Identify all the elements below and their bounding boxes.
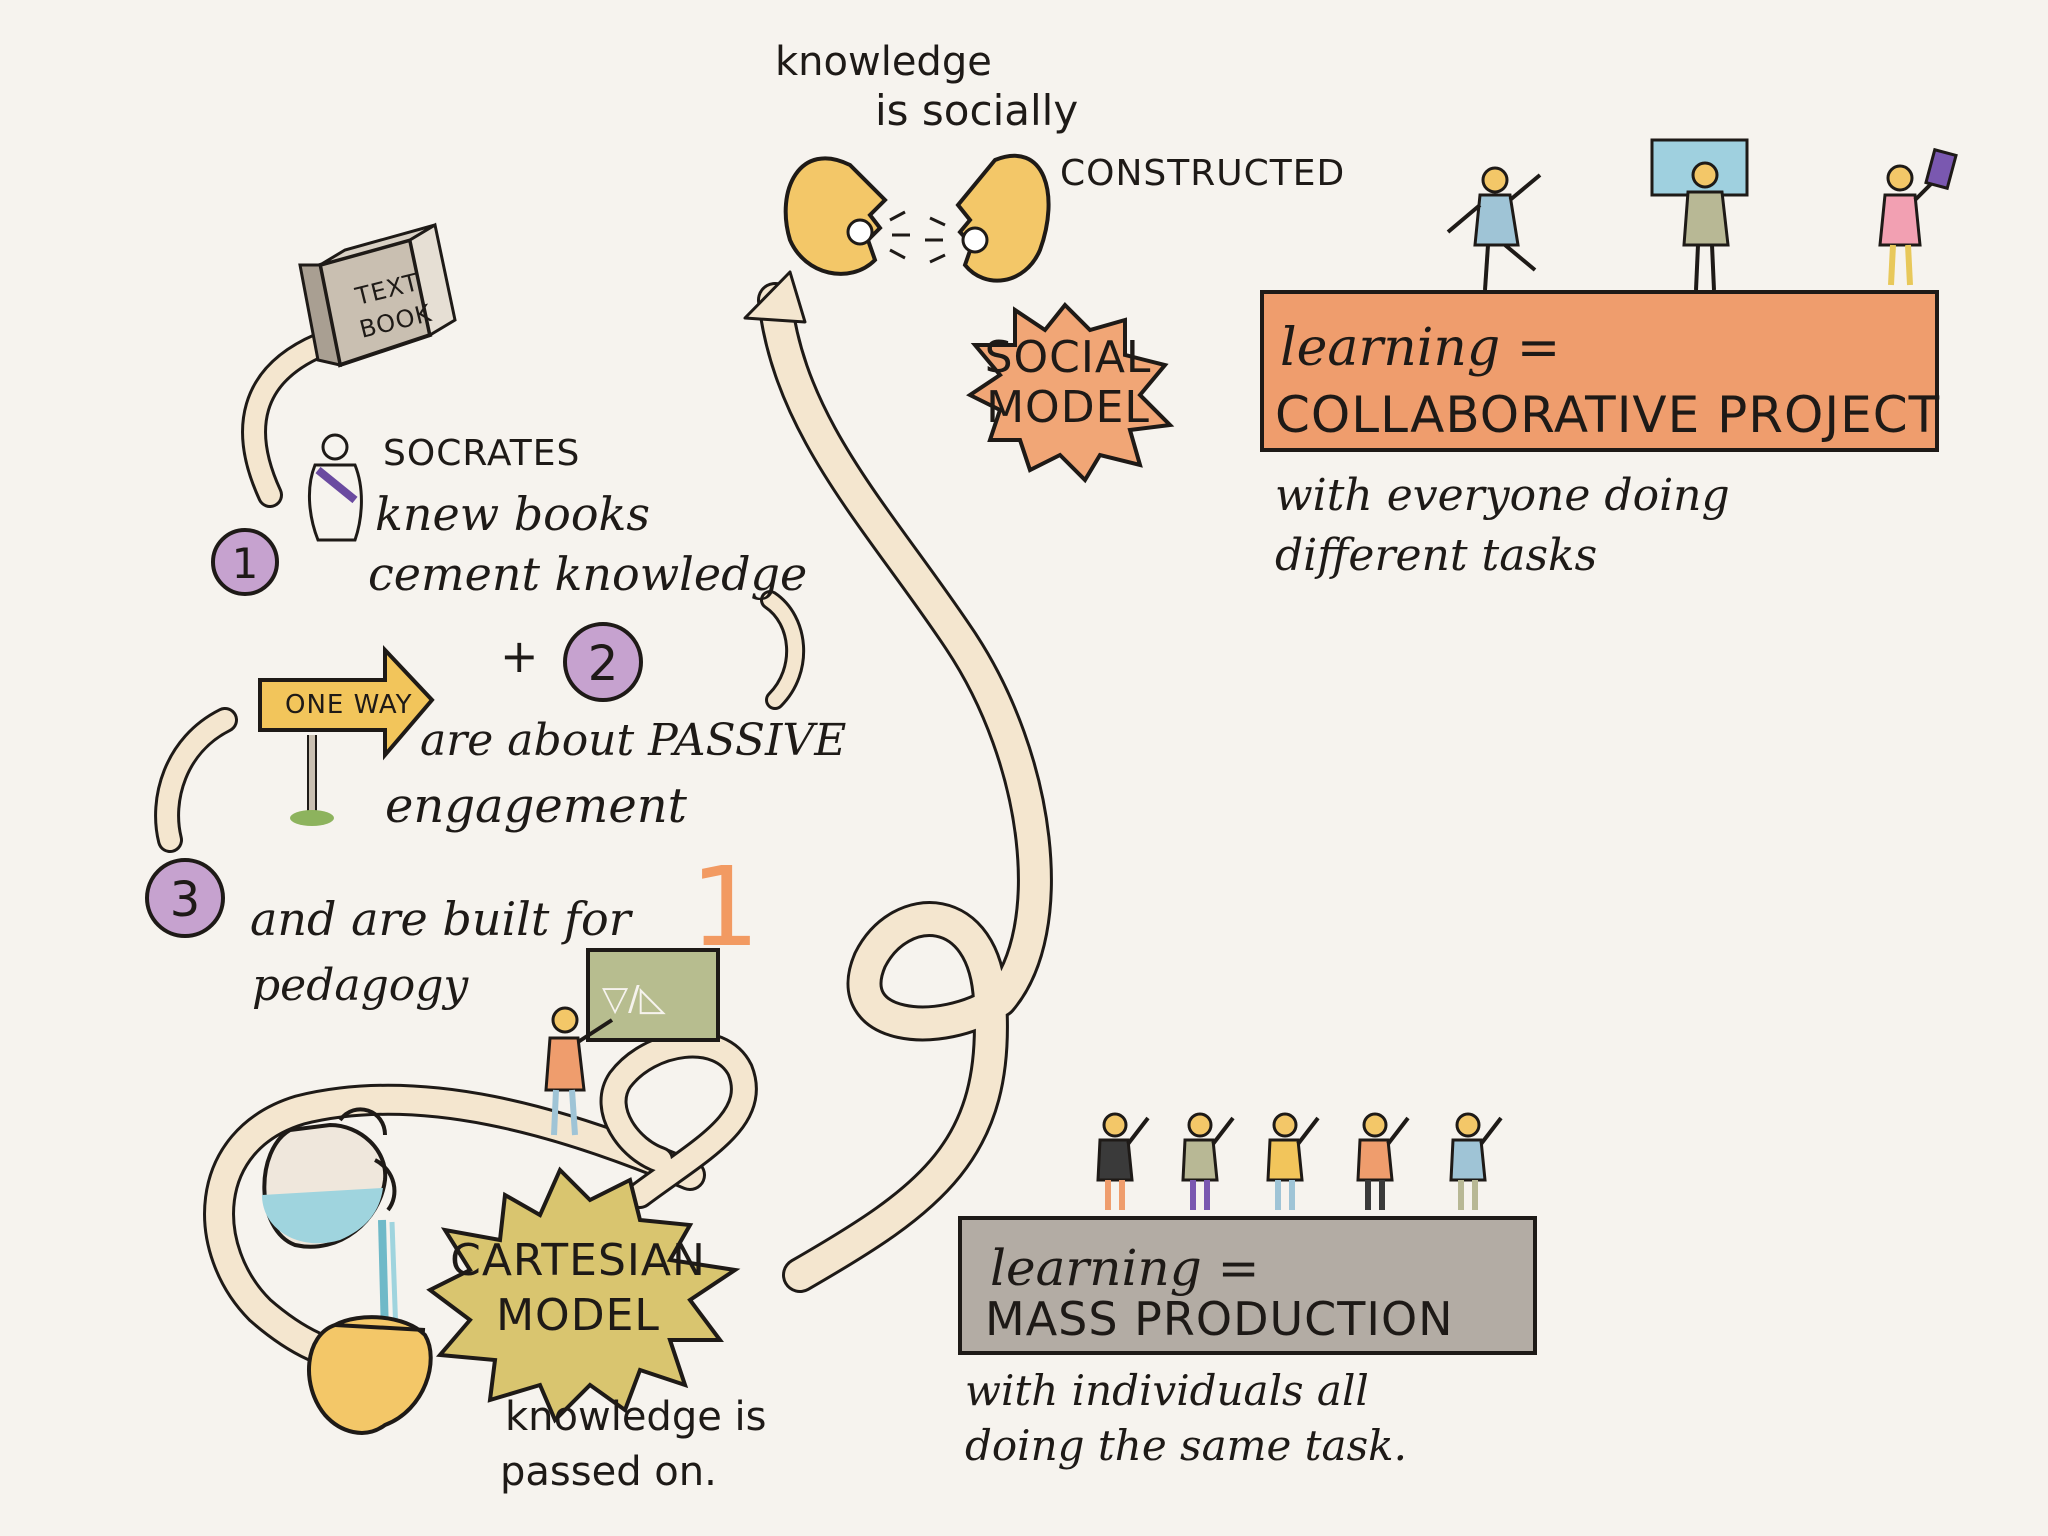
socrates-plus: +: [500, 629, 539, 683]
social-model-badge: SOCIAL MODEL: [966, 302, 1175, 484]
svg-text:▽/◺: ▽/◺: [602, 979, 667, 1019]
badge-1: 1: [211, 528, 279, 596]
top-line-1: knowledge: [775, 39, 992, 85]
badge-2: 2: [563, 622, 643, 702]
socrates-line-2: knew books: [375, 487, 650, 541]
socrates-line-4: are about PASSIVE: [420, 715, 846, 766]
collab-caption-1: with everyone doing: [1275, 470, 1730, 521]
one-way-label: ONE WAY: [285, 690, 413, 720]
mass-production-people: [1096, 1112, 1503, 1210]
badge-3: 3: [145, 858, 225, 938]
one-way-sign-icon: ONE WAY: [258, 644, 435, 826]
person-icon: [1446, 166, 1542, 291]
textbook-icon: TEXT BOOK: [298, 222, 457, 368]
cartesian-model-badge: CARTESIAN MODEL: [426, 1166, 741, 1424]
top-line-3: CONSTRUCTED: [1060, 153, 1345, 194]
cartesian-line-1: CARTESIAN: [450, 1235, 706, 1286]
socrates-line-5: engagement: [385, 778, 688, 834]
mass-title: learning =: [990, 1239, 1259, 1297]
person-icon: [1356, 1112, 1410, 1210]
mass-caption-1: with individuals all: [965, 1366, 1369, 1415]
social-model-line-1: SOCIAL: [985, 332, 1152, 383]
talking-head-icon: [783, 156, 910, 276]
badge-1-number: 1: [232, 539, 259, 588]
receiving-head-icon: [307, 1315, 433, 1435]
person-icon: [1096, 1112, 1150, 1210]
blackboard-icon: ▽/◺: [586, 948, 720, 1042]
talking-head-icon: [925, 153, 1051, 283]
cartesian-caption-2: passed on.: [500, 1449, 717, 1495]
person-icon: [1878, 147, 1958, 286]
socrates-line-6: and are built for: [250, 892, 634, 946]
mass-production-box: learning = MASS PRODUCTION: [958, 1216, 1537, 1355]
socrates-name: SOCRATES: [383, 433, 580, 474]
cartesian-caption-1: knowledge is: [505, 1394, 766, 1440]
top-line-2: is socially: [875, 86, 1078, 135]
person-icon: [1449, 1112, 1503, 1210]
winding-path: [154, 270, 1053, 1376]
mass-subtitle: MASS PRODUCTION: [985, 1292, 1454, 1346]
collaborative-project-box: learning = COLLABORATIVE PROJECT: [1260, 290, 1940, 452]
collab-subtitle: COLLABORATIVE PROJECT: [1275, 386, 1940, 444]
teacher-icon: [544, 1006, 614, 1136]
person-icon: [1181, 1112, 1235, 1210]
person-icon: [1650, 138, 1749, 291]
water-jug-icon: [262, 1107, 399, 1336]
cartesian-line-2: MODEL: [496, 1290, 660, 1341]
mass-caption-2: doing the same task.: [965, 1421, 1407, 1470]
social-model-line-2: MODEL: [986, 382, 1150, 433]
collab-caption-2: different tasks: [1275, 530, 1597, 581]
socrates-line-7: pedagogy: [252, 960, 469, 1011]
socrates-line-3: cement knowledge: [368, 547, 807, 601]
badge-2-number: 2: [588, 636, 619, 692]
socrates-icon: [308, 433, 363, 542]
badge-3-number: 3: [170, 872, 201, 928]
person-icon: [1266, 1112, 1320, 1210]
collab-title: learning =: [1280, 318, 1560, 378]
